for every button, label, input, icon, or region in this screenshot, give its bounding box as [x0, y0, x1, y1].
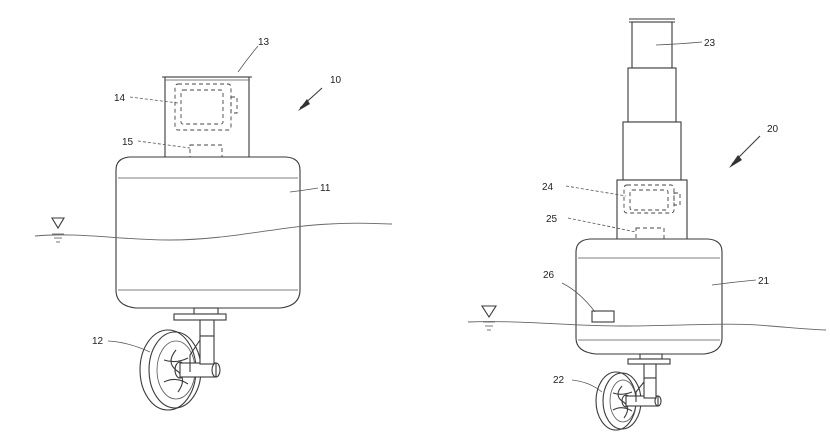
right-module-lower: [635, 227, 665, 241]
right-housing: [616, 179, 688, 241]
left-module-upper: [174, 83, 232, 131]
right-device-arrow: [729, 155, 742, 168]
left-body: [115, 156, 301, 309]
right-water-line: [467, 321, 827, 331]
label-22: 22: [553, 375, 565, 386]
left-device: 13 10 14 15 11 12: [34, 37, 393, 411]
right-sensor: [591, 310, 615, 323]
left-device-arrow: [298, 99, 310, 111]
label-20: 20: [767, 124, 779, 135]
right-mast-middle: [627, 67, 677, 123]
label-11: 11: [320, 183, 331, 194]
water-level-triangle-icon: [51, 217, 65, 243]
label-10: 10: [330, 75, 342, 86]
right-body: [575, 238, 723, 355]
right-thruster: [595, 371, 662, 431]
right-mast-lower: [622, 121, 682, 181]
left-module-lower: [189, 144, 223, 160]
right-mast-top: [631, 21, 673, 69]
label-24: 24: [542, 182, 554, 193]
label-21: 21: [758, 276, 770, 287]
left-thruster: [139, 329, 221, 411]
water-level-triangle-icon: [480, 305, 498, 331]
right-device: 23 20 24 25 21 26 22: [467, 18, 827, 431]
left-water-line: [34, 222, 393, 241]
label-13: 13: [258, 37, 270, 48]
label-25: 25: [546, 214, 558, 225]
label-23: 23: [704, 38, 716, 49]
label-26: 26: [543, 270, 555, 281]
label-15: 15: [122, 137, 134, 148]
label-12: 12: [92, 336, 104, 347]
label-14: 14: [114, 93, 126, 104]
